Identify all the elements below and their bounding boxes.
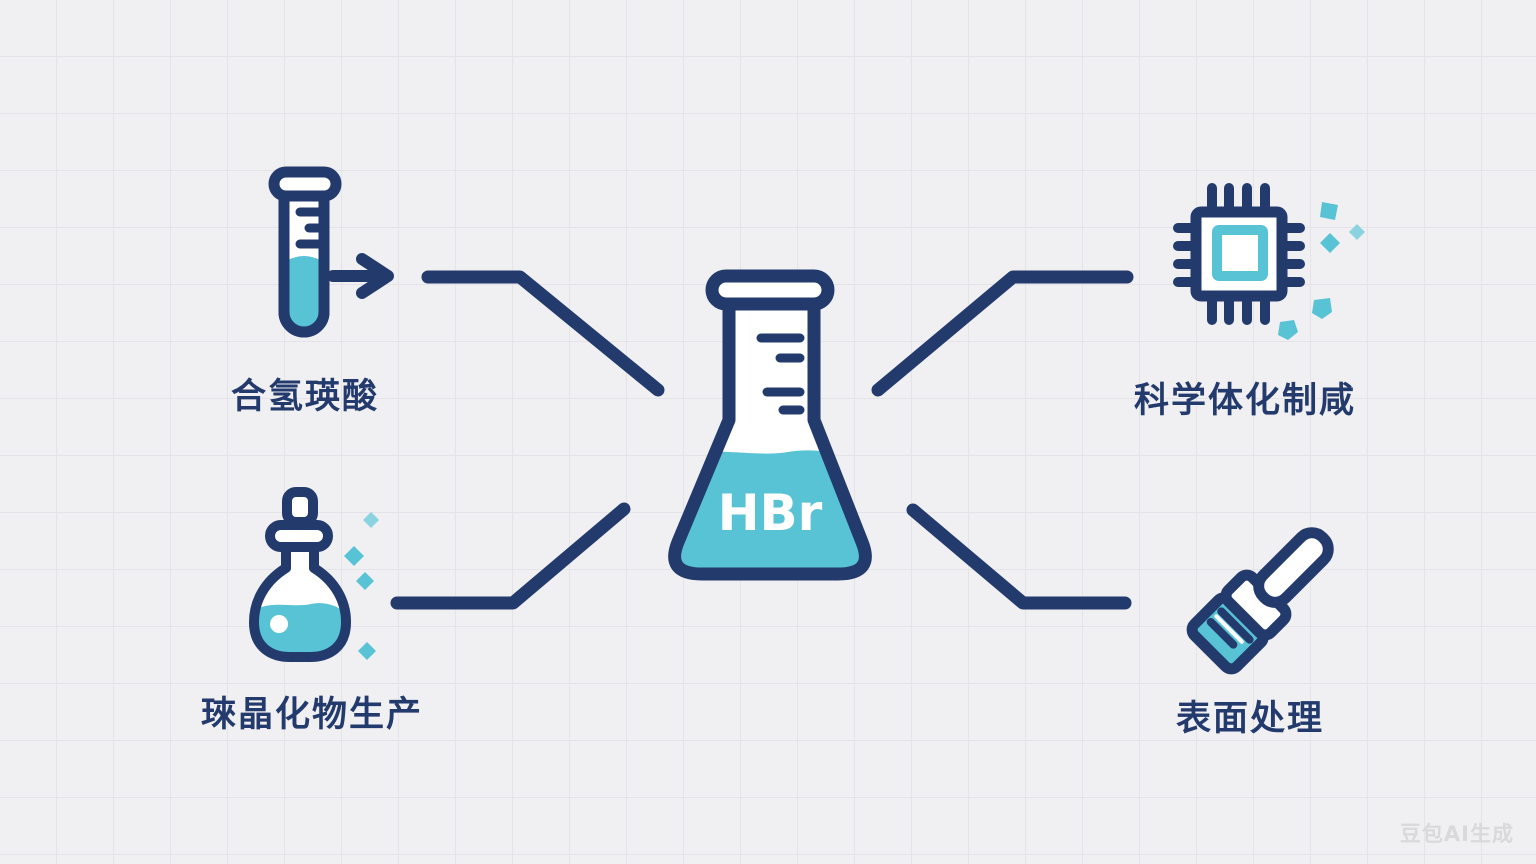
label-top-left: 合氢瑛酸 [230,377,379,417]
connector-bottom-left [390,502,631,610]
label-top-right: 科学体化制咸 [1133,381,1356,421]
chip-particles [1278,202,1365,340]
label-bottom-left: 琜晶化物生产 [200,695,423,735]
ai-watermark: 豆包AI生成 [1399,822,1514,846]
connector-top-right [871,270,1134,397]
test-tube-icon [268,166,342,338]
connector-bottom-right [906,503,1132,610]
erlenmeyer-flask-icon: HBr [668,269,872,581]
hbr-formula-text: HBr [718,484,823,542]
connector-top-left [421,270,665,397]
round-flask-icon [249,487,379,662]
flask-liquid [674,450,866,574]
microchip-icon [1173,183,1365,340]
label-bottom-right: 表面处理 [1175,699,1324,739]
flask-particles [344,512,379,660]
arrow-head-icon [356,253,394,299]
brush-icon [1186,527,1334,675]
